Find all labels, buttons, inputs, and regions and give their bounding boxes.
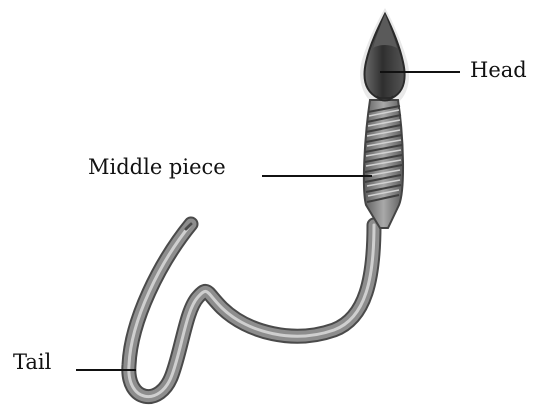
middle-piece <box>364 100 403 228</box>
tail-label: Tail <box>13 352 51 373</box>
middle-piece-label: Middle piece <box>88 157 226 178</box>
head-label: Head <box>470 60 527 81</box>
tail <box>129 224 374 397</box>
head <box>365 14 405 101</box>
